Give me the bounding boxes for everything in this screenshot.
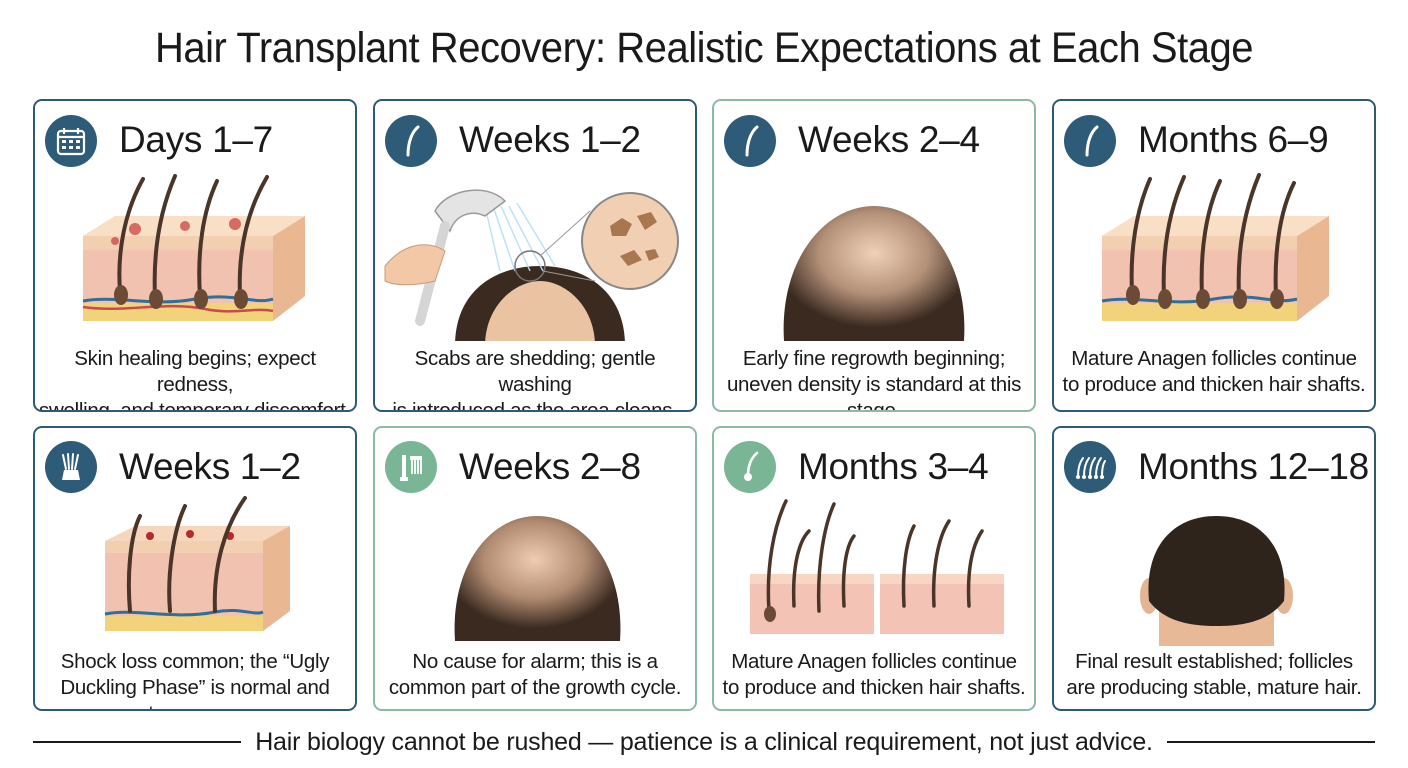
crown-thinning-illustration [454, 516, 621, 641]
mature-follicles-illustration [1101, 173, 1329, 321]
stage-card-months-3-4: Months 3–4 Mature Anagen follicles conti… [712, 426, 1036, 711]
divider-right [1166, 741, 1375, 743]
hair-strand-icon [724, 115, 776, 167]
hair-strand-icon [1064, 115, 1116, 167]
skin-cross-section-illustration [82, 174, 305, 321]
shock-loss-skin-illustration [104, 496, 290, 631]
stage-card-days-1-7: Days 1–7 Skin healing begins; expect red… [33, 99, 357, 412]
hair-follicle-icon [724, 441, 776, 493]
stage-card-weeks-2-4: Weeks 2–4 Early fine regrowth beginning;… [712, 99, 1036, 412]
scalp-washing-illustration [384, 189, 679, 341]
stage-description: Skin healing begins; expect redness,swel… [39, 347, 351, 412]
page-title: Hair Transplant Recovery: Realistic Expe… [154, 24, 1254, 72]
multi-hair-icon [1064, 441, 1116, 493]
stage-label: Days 1–7 [119, 119, 273, 160]
scalp-regrowth-illustration [783, 206, 965, 341]
stage-description: Early fine regrowth beginning;uneven den… [726, 347, 1022, 412]
stage-label: Weeks 1–2 [119, 446, 301, 487]
stage-label: Months 12–18 [1138, 446, 1369, 487]
stage-label: Months 6–9 [1138, 119, 1329, 160]
hair-tuft-icon [45, 441, 97, 493]
stage-label: Weeks 2–8 [459, 446, 641, 487]
hair-strand-icon [385, 115, 437, 167]
footer-note: Hair biology cannot be rushed — patience… [33, 724, 1375, 760]
stage-card-months-6-9: Months 6–9 Mature Anagen follicles conti… [1052, 99, 1376, 412]
stage-label: Months 3–4 [798, 446, 989, 487]
stage-card-months-12-18: Months 12–18 Final result established; f… [1052, 426, 1376, 711]
stage-label: Weeks 2–4 [798, 119, 980, 160]
footer-text: Hair biology cannot be rushed — patience… [255, 727, 1153, 756]
stage-card-weeks-1-2-washing: Weeks 1–2 Scabs are shedding; gentle was… [373, 99, 697, 412]
comb-icon [385, 441, 437, 493]
calendar-icon [45, 115, 97, 167]
divider-left [33, 741, 242, 743]
follicle-growth-illustration [750, 499, 1004, 634]
full-head-result-illustration [1140, 516, 1293, 646]
stage-label: Weeks 1–2 [459, 119, 641, 160]
